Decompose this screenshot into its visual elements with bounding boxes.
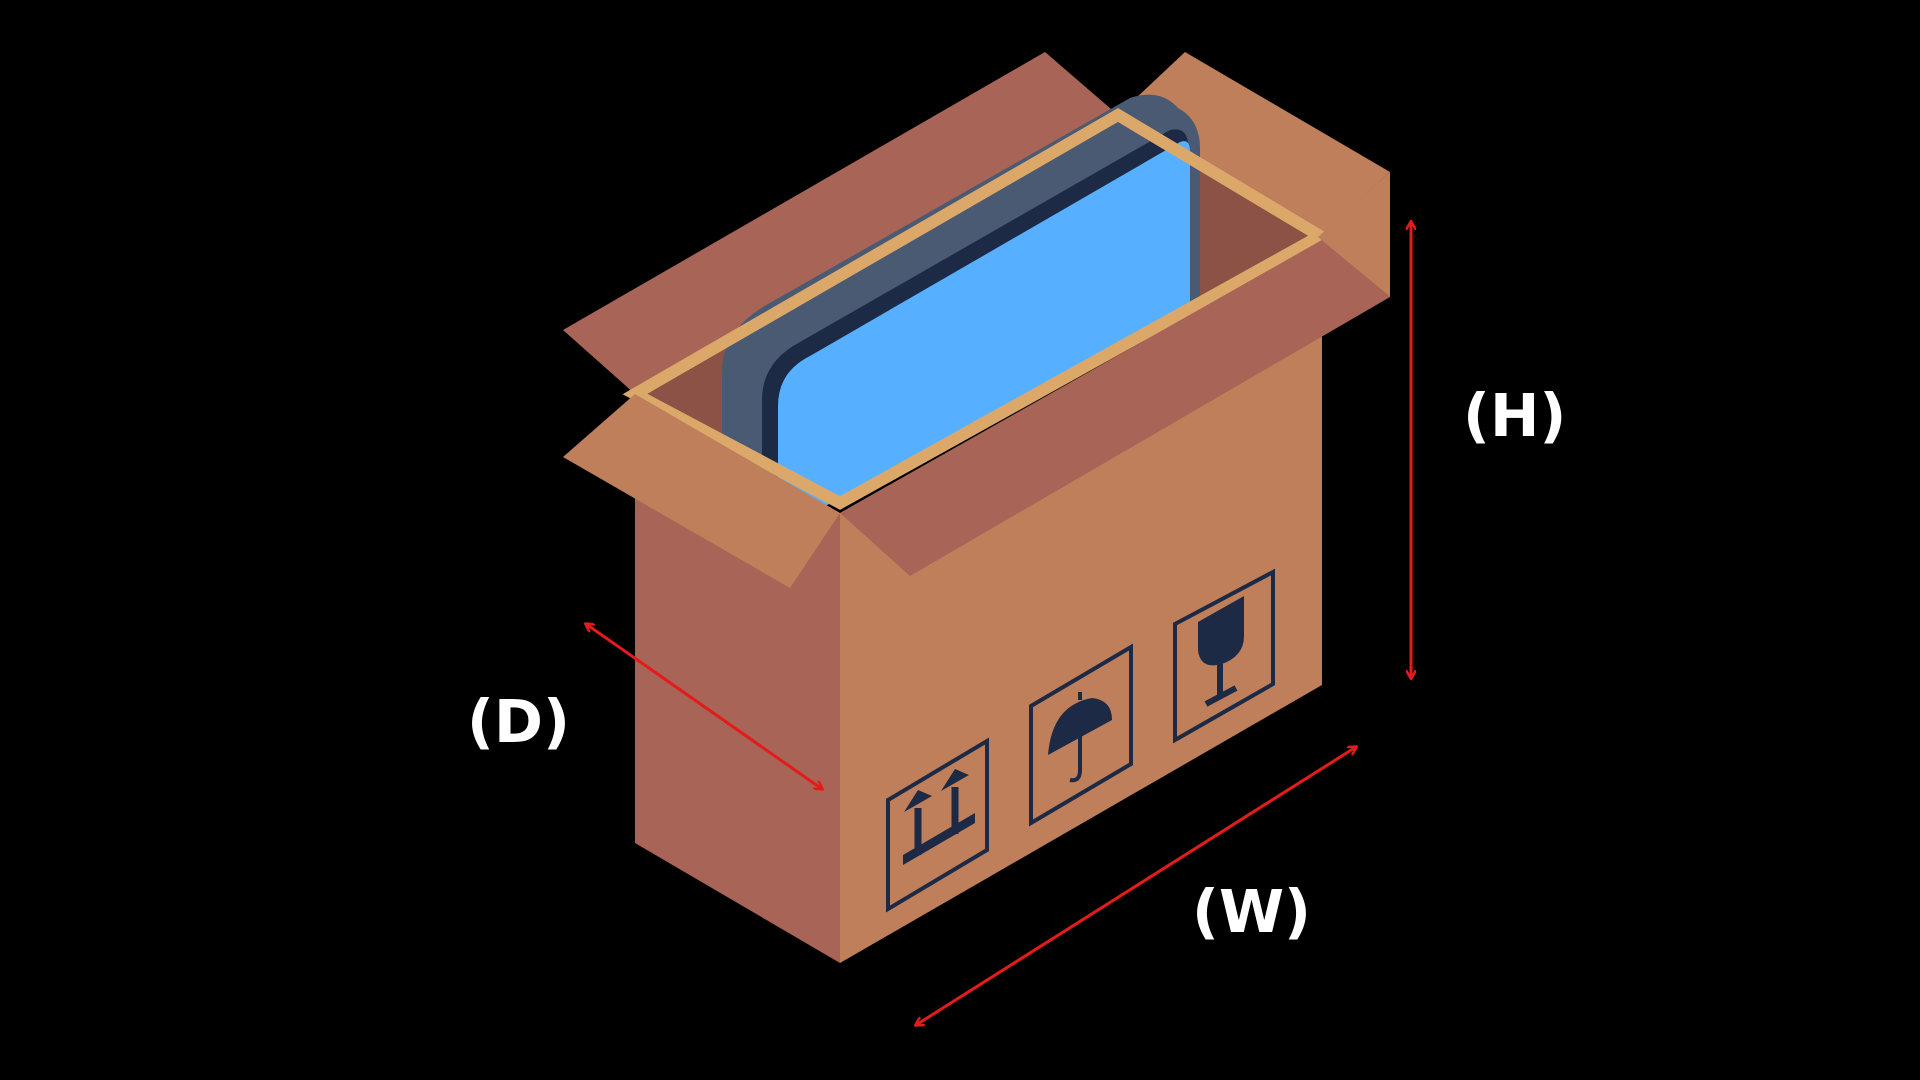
back-left-flap — [563, 52, 1118, 394]
front-right-flap — [840, 240, 1390, 576]
fragile-glass-icon — [1173, 568, 1275, 744]
width-label: (W) — [1192, 877, 1311, 946]
depth-label: (D) — [467, 687, 570, 756]
back-right-flap — [1118, 52, 1390, 236]
front-left-flap — [563, 394, 840, 588]
front-right-flap-corner — [1318, 172, 1390, 297]
height-label: (H) — [1463, 381, 1566, 450]
tablet-screen — [778, 141, 1190, 525]
tablet-device — [722, 94, 1200, 526]
width-arrow — [916, 747, 1356, 1025]
depth-arrow — [586, 624, 822, 789]
